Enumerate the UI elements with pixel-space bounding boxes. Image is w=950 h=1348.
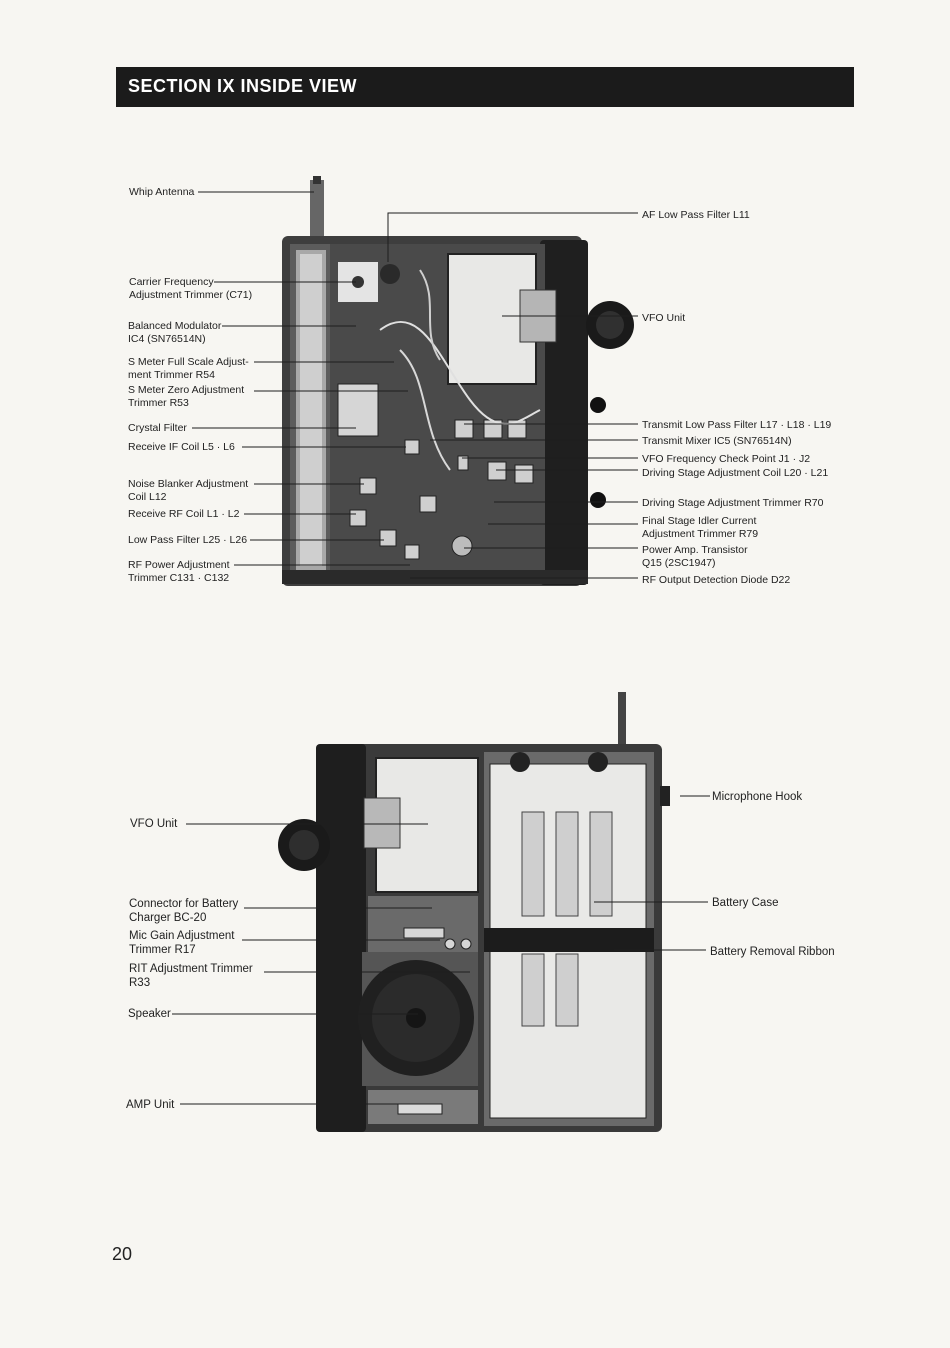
label-speaker: Speaker <box>128 1008 171 1020</box>
label-whip-antenna: Whip Antenna <box>129 186 195 198</box>
label-low-pass-filter: Low Pass Filter L25 · L26 <box>128 534 248 546</box>
section-title: SECTION IX INSIDE VIEW <box>128 76 358 96</box>
label-rf-power-adjustment: RF Power Adjustment Trimmer C131 · C132 <box>128 559 230 584</box>
label-rit-adjustment: RIT Adjustment Trimmer R33 <box>129 963 253 989</box>
label-receive-if-coil: Receive IF Coil L5 · L6 <box>128 441 235 453</box>
label-transmit-low-pass-filter: Transmit Low Pass Filter L17 · L18 · L19 <box>642 419 832 431</box>
label-vfo-frequency-check: VFO Frequency Check Point J1 · J2 <box>642 453 811 465</box>
label-balanced-modulator: Balanced Modulator IC4 (SN76514N) <box>128 320 222 345</box>
label-transmit-mixer: Transmit Mixer IC5 (SN76514N) <box>642 435 792 447</box>
label-carrier-frequency: Carrier Frequency Adjustment Trimmer (C7… <box>129 276 253 301</box>
label-amp-unit: AMP Unit <box>126 1099 175 1111</box>
label-driving-stage-trimmer: Driving Stage Adjustment Trimmer R70 <box>642 497 824 509</box>
label-microphone-hook: Microphone Hook <box>712 791 803 803</box>
label-vfo-unit-bottom: VFO Unit <box>130 818 178 830</box>
label-s-meter-zero: S Meter Zero Adjustment Trimmer R53 <box>128 384 245 409</box>
top-inside-photo <box>282 176 634 586</box>
label-driving-stage-coil: Driving Stage Adjustment Coil L20 · L21 <box>642 467 829 479</box>
section-header-bar <box>116 67 854 107</box>
label-noise-blanker: Noise Blanker Adjustment Coil L12 <box>128 478 249 503</box>
label-receive-rf-coil: Receive RF Coil L1 · L2 <box>128 508 240 520</box>
label-s-meter-full-scale: S Meter Full Scale Adjust- ment Trimmer … <box>128 356 249 381</box>
label-final-stage-idler: Final Stage Idler Current Adjustment Tri… <box>642 515 759 540</box>
label-vfo-unit-top: VFO Unit <box>642 312 686 324</box>
label-crystal-filter: Crystal Filter <box>128 422 187 434</box>
label-mic-gain: Mic Gain Adjustment Trimmer R17 <box>129 930 235 956</box>
label-battery-removal-ribbon: Battery Removal Ribbon <box>710 946 835 958</box>
page-number: 20 <box>112 1244 133 1264</box>
label-rf-output-detection: RF Output Detection Diode D22 <box>642 574 791 586</box>
label-connector-battery-charger: Connector for Battery Charger BC-20 <box>129 898 239 924</box>
label-battery-case: Battery Case <box>712 897 779 909</box>
label-af-low-pass-filter: AF Low Pass Filter L11 <box>642 209 750 221</box>
label-power-amp-transistor: Power Amp. Transistor Q15 (2SC1947) <box>642 544 748 569</box>
